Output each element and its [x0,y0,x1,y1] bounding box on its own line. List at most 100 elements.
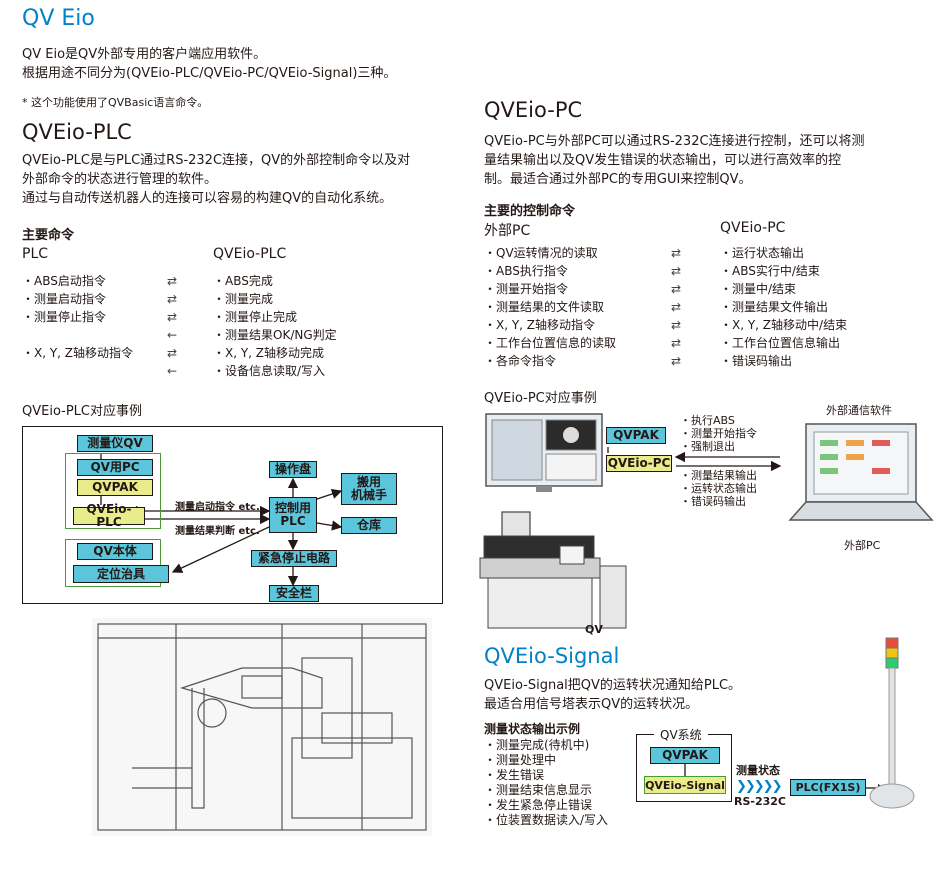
signal-desc-2: 最适合用信号塔表示QV的运转状况。 [484,697,699,712]
bidirectional-arrow-icon: ⇄ [166,274,178,288]
signal-example-heading: 测量状态输出示例 [484,722,581,736]
list-item: ・测量处理中 [484,753,557,767]
list-item: ・X, Y, Z轴移动中/结束 [720,318,848,332]
qveio-signal-box: QVEio-Signal [644,776,726,794]
plc-desc-3: 通过与自动传送机器人的连接可以容易的构建QV的自动化系统。 [22,191,393,206]
list-item: ・ABS启动指令 [22,274,106,288]
plc-section-title: QVEio-PLC [22,120,132,144]
pc-cmd-out-3: ・错误码输出 [680,495,746,508]
pc-left-list: ・QV运转情况的读取 ・ABS执行指令 ・测量开始指令 ・测量结果的文件读取 ・… [484,244,616,370]
left-arrow-icon: ← [166,364,178,378]
pc-example-heading: QVEio-PC对应事例 [484,391,597,406]
plc-commands-heading: 主要命令 [22,228,75,243]
list-item: ・各命令指令 [484,354,557,368]
list-item: ・ABS完成 [213,274,273,288]
pc-diagram-connectors [607,447,782,472]
signal-flow-chevrons-icon: ❯❯❯❯❯ [736,779,782,794]
pc-left-col-title: 外部PC [484,223,531,239]
list-item: ・测量结果文件输出 [720,300,829,314]
warehouse-box: 仓库 [341,517,397,534]
pc-cmd-out-2: ・运转状态输出 [680,482,757,495]
signal-plc-box: PLC(FX1S) [790,779,866,796]
list-item: ・ABS实行中/结束 [720,264,820,278]
list-item: ・发生错误 [484,768,545,782]
bidirectional-arrow-icon: ⇄ [166,310,178,324]
qveio-plc-box: QVEio-PLC [73,503,145,529]
list-item: ・QV运转情况的读取 [484,246,598,260]
pc-desc-3: 制。最适合通过外部PC的专用GUI来控制QV。 [484,172,752,187]
ext-pc-label: 外部PC [844,539,881,552]
signal-section-title: QVEio-Signal [484,644,620,668]
bidirectional-arrow-icon: ⇄ [670,282,682,296]
list-item: ・测量停止完成 [213,310,298,324]
pc-cmd-in-2: ・测量开始指令 [680,427,757,440]
signal-desc-1: QVEio-Signal把QV的运转状况通知给PLC。 [484,678,742,693]
qv-body-frame [65,539,161,587]
pc-right-list: ・运行状态输出 ・ABS实行中/结束 ・测量中/结束 ・测量结果文件输出 ・X,… [720,244,847,370]
list-item: ・测量停止指令 [22,310,107,324]
list-item: ・测量中/结束 [720,282,797,296]
pc-arrow-column: ⇄ ⇄ ⇄ ⇄ ⇄ ⇄ ⇄ [664,244,688,370]
plc-example-heading: QVEio-PLC对应事例 [22,404,142,419]
control-plc-line-1: 控制用 [274,501,311,515]
list-item: ・工作台位置信息的读取 [484,336,617,350]
bidirectional-arrow-icon: ⇄ [670,354,682,368]
pc-desc-2: 量结果输出以及QV发生错误的状态输出，可以进行高效率的控 [484,153,842,168]
intro-line-2: 根据用途不同分为(QVEio-PLC/QVEio-PC/QVEio-Signal… [22,66,397,81]
panel-box: 操作盘 [269,461,317,478]
bidirectional-arrow-icon: ⇄ [670,336,682,350]
qv-system-label: QV系统 [654,726,708,743]
bidirectional-arrow-icon: ⇄ [670,300,682,314]
bidirectional-arrow-icon: ⇄ [166,292,178,306]
list-item: ・X, Y, Z轴移动完成 [213,346,325,360]
list-item: ・测量结果的文件读取 [484,300,605,314]
msg-start-label: 测量启动指令 etc. [175,502,260,513]
signal-tower-illustration [869,637,915,809]
pc-qvpak-box: QVPAK [606,427,666,444]
qv-body-box: QV本体 [77,543,153,560]
plc-diagram-connectors [100,453,343,587]
signal-status-label: 测量状态 [736,764,780,777]
plc-desc-2: 外部命令的状态进行管理的软件。 [22,172,218,187]
list-item: ・设备信息读取/写入 [213,364,326,378]
qv-machine-label: QV [585,623,603,636]
robot-line-1: 搬用 [356,475,381,489]
list-item: ・位装置数据读入/写入 [484,813,609,827]
qv-monitor-illustration [485,413,603,492]
bidirectional-arrow-icon: ⇄ [670,264,682,278]
list-item: ・发生紧急停止错误 [484,798,593,812]
pc-cmd-in-3: ・强制退出 [680,440,735,453]
bidirectional-arrow-icon: ⇄ [670,318,682,332]
pc-section-title: QVEio-PC [484,98,583,122]
pc-commands-heading: 主要的控制命令 [484,204,576,219]
qvpak-box: QVPAK [77,479,153,496]
list-item: ・测量启动指令 [22,292,107,306]
robot-cell-illustration [92,618,432,836]
plc-diagram-frame: 测量仪QV QV用PC QVPAK QVEio-PLC QV本体 定位治具 测量… [22,426,443,604]
pc-desc-1: QVEio-PC与外部PC可以通过RS-232C连接进行控制，还可以将测 [484,134,865,149]
plc-left-list: ・ABS启动指令 ・测量启动指令 ・测量停止指令 ・X, Y, Z轴移动指令 [22,272,133,362]
intro-note: * 这个功能使用了QVBasic语言命令。 [22,96,209,109]
control-plc-line-2: PLC [280,514,306,528]
pc-right-col-title: QVEio-PC [720,220,786,236]
signal-rs232c-label: RS-232C [734,795,786,808]
qv-pc-box: QV用PC [77,459,153,476]
robot-box: 搬用 机械手 [341,473,397,505]
pc-qveio-pc-box: QVEio-PC [606,455,672,472]
plc-right-col-title: QVEio-PLC [213,246,287,262]
ext-software-label: 外部通信软件 [826,404,892,417]
msg-result-label: 测量结果判断 etc. [175,526,260,537]
qv-machine-illustration [479,511,627,629]
plc-left-col-title: PLC [22,246,49,262]
page-title: QV Eio [22,6,95,31]
robot-line-2: 机械手 [350,488,387,502]
bidirectional-arrow-icon: ⇄ [166,346,178,360]
fence-box: 安全栏 [269,585,319,602]
intro-line-1: QV Eio是QV外部专用的客户端应用软件。 [22,47,267,62]
signal-qvpak-box: QVPAK [650,747,720,764]
list-item: ・错误码输出 [720,354,793,368]
list-item: ・工作台位置信息输出 [720,336,841,350]
qv-instrument-box: 测量仪QV [77,435,153,452]
plc-right-list: ・ABS完成 ・测量完成 ・测量停止完成 ・测量结果OK/NG判定 ・X, Y,… [213,272,337,380]
list-item: ・测量开始指令 [484,282,569,296]
